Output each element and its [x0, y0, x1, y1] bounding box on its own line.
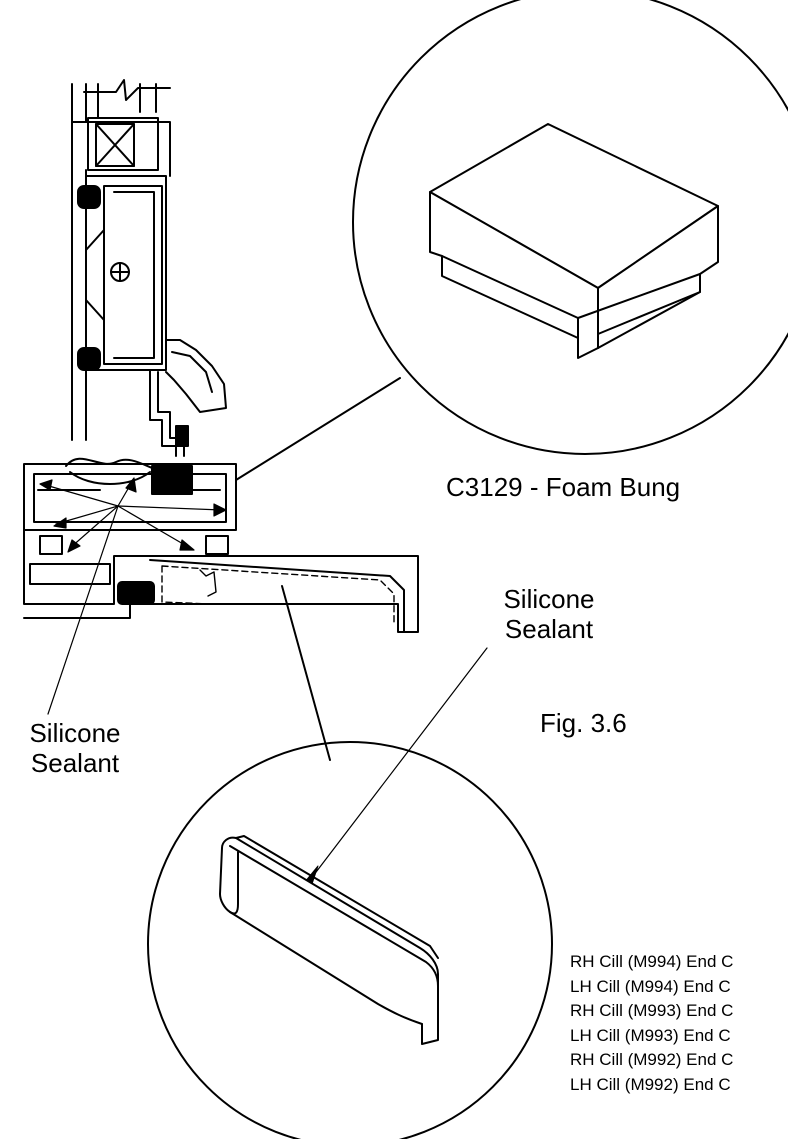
silicone-sealant-label-left: Silicone Sealant	[0, 718, 150, 778]
silicone-left-line-1: Silicone	[29, 718, 121, 748]
end-cap-detail-circle	[147, 741, 553, 1139]
silicone-sealant-label-right: Silicone Sealant	[474, 584, 624, 644]
leader-silicone-left	[47, 505, 119, 715]
parts-list-item: RH Cill (M993) End C	[570, 1001, 734, 1020]
end-cap-part	[219, 835, 439, 1045]
leader-silicone-right	[309, 647, 488, 881]
foam-bung-block	[429, 123, 719, 359]
leader-to-foam-bung	[235, 377, 401, 481]
foam-bung-detail-circle	[352, 0, 788, 455]
parts-list-item: RH Cill (M992) End C	[570, 1050, 734, 1069]
foam-bung-label: C3129 - Foam Bung	[446, 472, 681, 502]
gasket-lower	[77, 347, 101, 371]
silicone-left-line-2: Sealant	[30, 748, 120, 778]
leader-to-end-cap	[281, 585, 331, 761]
figure-label: Fig. 3.6	[540, 708, 627, 738]
gasket-upper	[77, 185, 101, 209]
silicone-right-line-2: Sealant	[504, 614, 594, 644]
silicone-right-line-1: Silicone	[503, 584, 595, 614]
glass-cross-icon	[95, 123, 135, 167]
parts-list-item: LH Cill (M992) End C	[570, 1074, 731, 1094]
parts-list-item: LH Cill (M993) End C	[570, 1025, 731, 1045]
end-cap-detail	[147, 741, 553, 1139]
parts-list-item: RH Cill (M994) End C	[570, 952, 734, 971]
foam-bung-detail	[352, 0, 788, 455]
parts-list-item: LH Cill (M994) End C	[570, 976, 731, 996]
gasket-cill	[117, 581, 155, 605]
parts-list: RH Cill (M994) End C LH Cill (M994) End …	[570, 950, 788, 1097]
leader-lines	[47, 377, 488, 889]
window-section	[23, 79, 419, 633]
silicone-arrows	[39, 477, 227, 553]
